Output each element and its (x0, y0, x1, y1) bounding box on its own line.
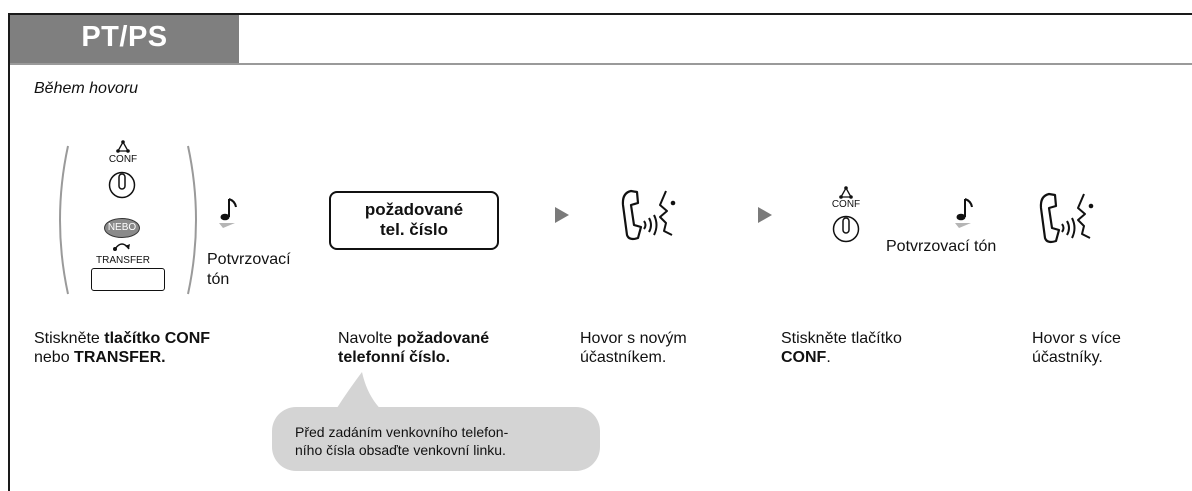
note-line2: ního čísla obsaďte venkovní linku. (295, 442, 506, 458)
tone-label-line1: Potvrzovací (207, 251, 291, 268)
step2-instruction: Navolte požadované telefonní číslo. (338, 329, 489, 367)
music-note-icon (955, 198, 973, 228)
conf-button-icon[interactable] (831, 212, 861, 244)
or-badge: NEBO (104, 218, 140, 238)
step1-instruction: Stiskněte tlačítko CONF nebo TRANSFER. (34, 329, 210, 367)
handset-talking-icon (1039, 192, 1094, 244)
conf-button-icon[interactable] (107, 168, 137, 200)
step3-text-line1: Hovor s novým (580, 330, 687, 347)
step1-text2-prefix: nebo (34, 349, 75, 366)
arrow-right-icon (758, 207, 772, 223)
step1-text-prefix: Stiskněte (34, 330, 105, 347)
step4-text-bold: CONF (781, 349, 827, 366)
step4-text-suffix: . (826, 349, 831, 366)
arrow-right-icon (555, 207, 569, 223)
step1-text2-bold: TRANSFER. (74, 349, 166, 366)
transfer-button[interactable] (91, 268, 165, 291)
note-bubble-tail (332, 372, 388, 416)
handset-talking-icon (621, 189, 676, 241)
step2-text2-bold: telefonní číslo. (338, 349, 451, 366)
conf-button-label: CONF (831, 199, 861, 210)
step3-instruction: Hovor s novým účastníkem. (580, 329, 687, 367)
transfer-arc-icon (113, 243, 130, 251)
box-line1: požadované (364, 200, 464, 219)
phone-type-label: PT/PS (81, 21, 168, 53)
step3-text-line2: účastníkem. (580, 349, 667, 366)
tone-label-line2: tón (207, 271, 230, 288)
music-note-icon (219, 198, 237, 228)
phone-type-tab: PT/PS (10, 15, 239, 64)
step4-instruction: Stiskněte tlačítko CONF. (781, 329, 902, 367)
conference-icon (116, 140, 130, 153)
or-badge-text: NEBO (107, 222, 137, 233)
header-separator (10, 63, 1192, 65)
step5-text-line2: účastníky. (1032, 349, 1103, 366)
tone-label: Potvrzovací tón (886, 238, 997, 255)
conf-button-label: CONF (108, 154, 138, 165)
conference-icon (839, 186, 853, 199)
step5-instruction: Hovor s více účastníky. (1032, 329, 1121, 367)
box-line2: tel. číslo (379, 220, 449, 239)
note-line1: Před zadáním venkovního telefon- (295, 424, 509, 440)
frame-top-border (8, 13, 1192, 15)
step1-text-bold: tlačítko CONF (104, 330, 211, 347)
note-bubble: Před zadáním venkovního telefon-ního čís… (272, 407, 600, 471)
step4-text-line1: Stiskněte tlačítko (781, 330, 902, 347)
condition-label: Během hovoru (34, 80, 139, 97)
frame-left-border (8, 13, 10, 491)
transfer-button-label: TRANSFER (96, 255, 150, 266)
step5-text-line1: Hovor s více (1032, 330, 1121, 347)
option-brackets (59, 145, 197, 295)
step2-text-bold: požadované (396, 330, 490, 347)
step2-text-prefix: Navolte (338, 330, 397, 347)
